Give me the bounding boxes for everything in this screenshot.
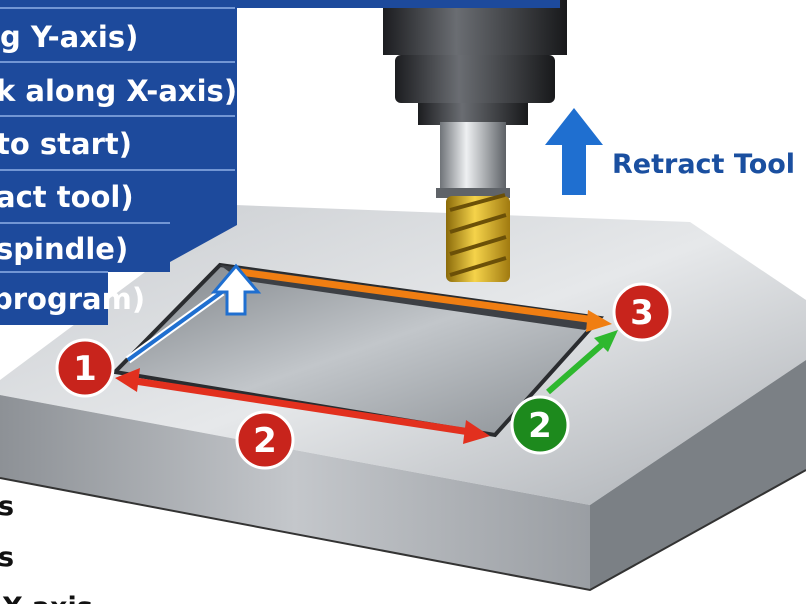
marker-1: 1	[55, 338, 115, 398]
bottom-text-1: s	[0, 491, 14, 522]
step-row-1: g Y-axis)	[0, 20, 138, 54]
step-row-4: act tool)	[0, 180, 134, 214]
retract-tool-label: Retract Tool	[612, 149, 795, 180]
step-row-3: to start)	[0, 127, 132, 161]
end-mill-tool	[446, 193, 510, 282]
svg-text:3: 3	[630, 293, 654, 333]
blue-arrow-core	[126, 290, 224, 362]
red-arrowhead-left-icon	[115, 368, 140, 392]
svg-text:2: 2	[528, 406, 552, 446]
plunge-up-arrow-icon	[210, 263, 262, 316]
red-arrow	[134, 377, 471, 436]
bottom-text-3: X-axis	[2, 592, 93, 604]
marker-2-green: 2	[510, 395, 570, 455]
step-row-2: k along X-axis)	[0, 74, 237, 108]
green-arrowhead-icon	[594, 330, 618, 352]
orange-arrow	[239, 268, 596, 324]
bottom-text-2: s	[0, 542, 14, 573]
marker-3: 3	[612, 282, 672, 342]
red-arrowhead-right-icon	[463, 420, 490, 444]
retract-up-arrow-icon	[545, 108, 603, 195]
orange-arrowhead-icon	[586, 310, 612, 332]
svg-text:2: 2	[253, 421, 277, 461]
retract-tool-callout: Retract Tool	[545, 108, 795, 195]
step-row-5: spindle)	[0, 232, 128, 266]
step-row-6: program)	[0, 282, 145, 316]
toolpath-arrows	[115, 263, 618, 444]
marker-2-red: 2	[235, 410, 295, 470]
spindle	[383, 0, 567, 198]
steps-panel: g Y-axis) k along X-axis) to start) act …	[0, 0, 560, 325]
green-arrow	[546, 339, 607, 395]
svg-text:1: 1	[73, 349, 97, 389]
